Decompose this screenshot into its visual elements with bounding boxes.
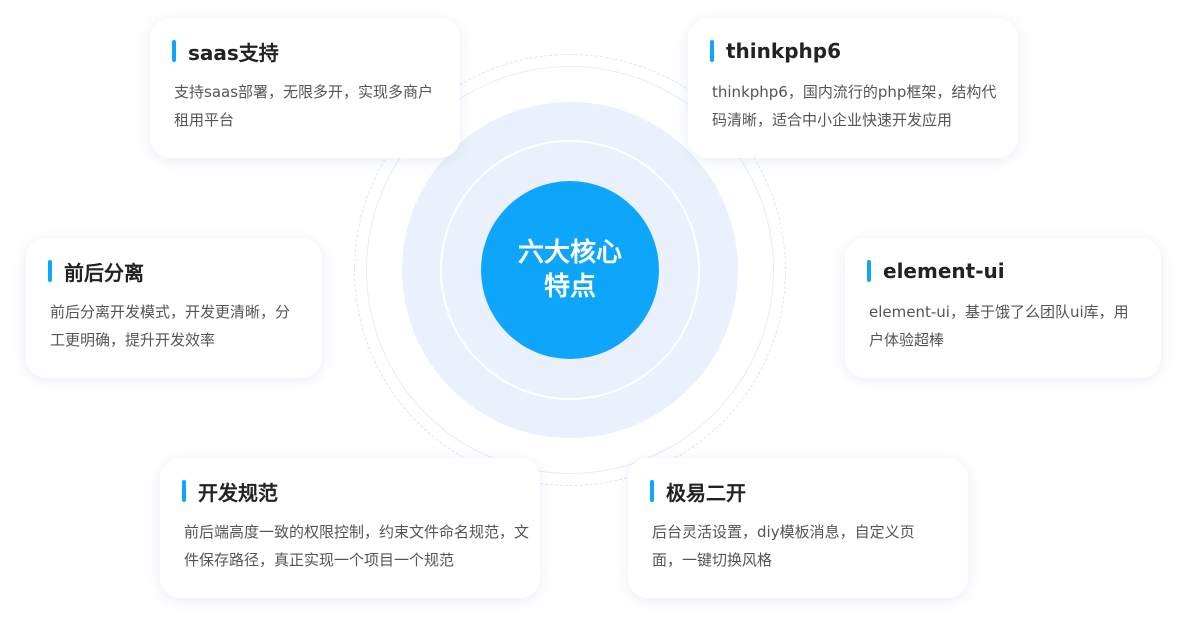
feature-description: thinkphp6，国内流行的php框架，结构代码清晰，适合中小企业快速开发应用 bbox=[712, 83, 997, 129]
center-circle: 六大核心特点 bbox=[481, 181, 659, 359]
feature-title: element-ui bbox=[883, 259, 1005, 283]
feature-description: 前后分离开发模式，开发更清晰，分工更明确，提升开发效率 bbox=[50, 303, 291, 349]
feature-description: 支持saas部署，无限多开，实现多商户租用平台 bbox=[174, 83, 434, 129]
feature-card-header: 极易二开 bbox=[650, 478, 746, 505]
accent-bar-icon bbox=[172, 40, 176, 62]
feature-card-thinkphp6: thinkphp6 thinkphp6，国内流行的php框架，结构代码清晰，适合… bbox=[688, 18, 1018, 158]
feature-card-element-ui: element-ui element-ui，基于饿了么团队ui库，用户体验超棒 bbox=[845, 238, 1161, 378]
feature-card-easy-secondary-dev: 极易二开 后台灵活设置，diy模板消息，自定义页面，一键切换风格 bbox=[628, 458, 968, 598]
feature-card-header: 前后分离 bbox=[48, 258, 144, 285]
feature-title: 极易二开 bbox=[666, 480, 746, 505]
feature-title: 前后分离 bbox=[64, 260, 144, 285]
accent-bar-icon bbox=[867, 260, 871, 282]
inner-ring bbox=[440, 140, 700, 400]
accent-bar-icon bbox=[48, 260, 52, 282]
feature-title: 开发规范 bbox=[198, 480, 278, 505]
feature-title: saas支持 bbox=[188, 40, 279, 65]
feature-description: 后台灵活设置，diy模板消息，自定义页面，一键切换风格 bbox=[652, 523, 915, 569]
feature-card-frontend-backend-separation: 前后分离 前后分离开发模式，开发更清晰，分工更明确，提升开发效率 bbox=[26, 238, 322, 378]
feature-description: 前后端高度一致的权限控制，约束文件命名规范，文件保存路径，真正实现一个项目一个规… bbox=[184, 523, 530, 569]
feature-description: element-ui，基于饿了么团队ui库，用户体验超棒 bbox=[869, 303, 1129, 349]
accent-bar-icon bbox=[710, 40, 714, 62]
feature-title: thinkphp6 bbox=[726, 39, 841, 63]
accent-bar-icon bbox=[650, 480, 654, 502]
center-title: 六大核心特点 bbox=[517, 238, 622, 302]
outer-ring bbox=[366, 66, 774, 474]
accent-bar-icon bbox=[182, 480, 186, 502]
feature-card-header: saas支持 bbox=[172, 38, 279, 65]
outer-dashed-ring bbox=[354, 54, 786, 486]
feature-card-header: 开发规范 bbox=[182, 478, 278, 505]
feature-card-saas: saas支持 支持saas部署，无限多开，实现多商户租用平台 bbox=[150, 18, 460, 158]
feature-card-dev-standard: 开发规范 前后端高度一致的权限控制，约束文件命名规范，文件保存路径，真正实现一个… bbox=[160, 458, 540, 598]
feature-card-header: thinkphp6 bbox=[710, 38, 841, 64]
feature-card-header: element-ui bbox=[867, 258, 1005, 284]
